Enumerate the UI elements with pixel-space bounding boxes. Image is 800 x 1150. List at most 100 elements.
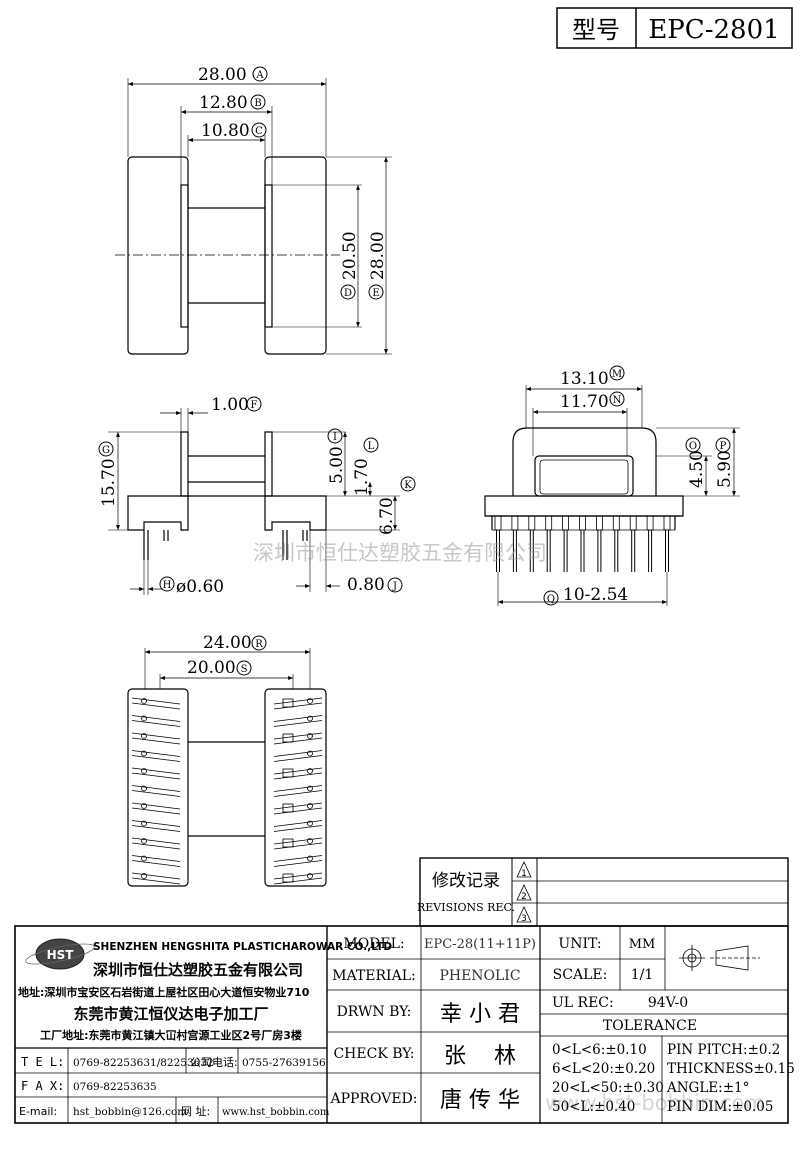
- bottom-pin-right: [273, 715, 323, 727]
- bottom-pin-right: [273, 802, 323, 815]
- web-label: 网 址:: [181, 1104, 210, 1118]
- office-tel-label: 公司电话:: [190, 1056, 238, 1069]
- model-label: 型号: [572, 16, 620, 44]
- side-pin: [646, 515, 654, 572]
- svg-text:Q: Q: [547, 594, 555, 605]
- unit-value: MM: [629, 937, 656, 952]
- company-address: 地址:深圳市宝安区石岩街道上屋社区田心大道恒安物业710: [18, 985, 310, 999]
- factory-address: 工厂地址:东莞市黄江镇大冚村宫源工业区2号厂房3楼: [40, 1028, 302, 1042]
- tag-o: O: [685, 437, 701, 453]
- tag-b: B: [250, 94, 266, 110]
- front-view-tags: F G H I J K L: [98, 396, 416, 593]
- email-label: E-mail:: [19, 1105, 57, 1118]
- side-pin: [494, 515, 502, 572]
- tel-label: T E L:: [21, 1055, 64, 1069]
- svg-text:O: O: [689, 441, 697, 452]
- tolerance-right-4: PIN DIM:±0.05: [667, 1099, 773, 1115]
- projection-symbol-icon: [679, 945, 760, 971]
- dim-j-value: 0.80: [347, 575, 385, 595]
- model-field-label: MODEL:: [343, 936, 404, 952]
- watermark-website: www.hst-bobbin.com: [545, 1091, 765, 1115]
- side-pin: [579, 515, 586, 572]
- fax-label: F A X:: [21, 1079, 64, 1093]
- tolerance-left-3: 20<L<50:±0.30: [552, 1080, 664, 1096]
- side-pin: [562, 515, 569, 572]
- side-pin: [528, 515, 536, 572]
- fax-value: 0769-82253635: [73, 1081, 157, 1093]
- bottom-pin-left: [131, 732, 181, 745]
- svg-text:A: A: [255, 70, 264, 81]
- top-view-dims: 28.00 12.80 10.80 20.50 28.00: [198, 65, 388, 280]
- dim-e-value: 28.00: [368, 231, 388, 280]
- tolerance-left-2: 6<L<20:±0.20: [552, 1061, 655, 1077]
- dim-h-value: ø0.60: [176, 577, 224, 597]
- revisions-label-en: REVISIONS REC.: [417, 901, 515, 914]
- office-tel-value: 0755-27639156: [242, 1057, 326, 1069]
- side-view-dims: 13.10 11.70 4.50 5.90 10-2.54: [560, 369, 735, 605]
- bottom-pin-left: [131, 767, 181, 780]
- side-pin: [596, 515, 603, 572]
- tag-j: J: [387, 577, 403, 593]
- company-name-en: SHENZHEN HENGSHITA PLASTICHAROWAR CO.,LT…: [93, 941, 392, 953]
- svg-text:B: B: [254, 98, 261, 109]
- svg-text:G: G: [102, 445, 110, 456]
- svg-text:E: E: [372, 288, 379, 299]
- tolerance-label: TOLERANCE: [603, 1018, 697, 1034]
- side-pins: [494, 515, 671, 572]
- main-table-grid: [14, 925, 789, 1124]
- bottom-pin-left: [131, 820, 181, 832]
- svg-text:H: H: [163, 580, 172, 591]
- dim-n-value: 11.70: [560, 392, 609, 412]
- bottom-pin-left: [131, 855, 181, 867]
- tag-e: E: [368, 284, 384, 300]
- revisions-table: [419, 857, 789, 927]
- front-view: [108, 408, 400, 595]
- bottom-pin-right: [273, 855, 323, 867]
- tolerance-left-1: 0<L<6:±0.10: [552, 1042, 647, 1058]
- company-logo: HST: [25, 938, 95, 970]
- top-view-tags: A B C D E: [250, 66, 384, 300]
- dim-l-value: 1.70: [352, 458, 372, 496]
- side-pin: [612, 515, 620, 572]
- svg-text:C: C: [255, 126, 263, 137]
- side-pin: [663, 515, 671, 572]
- scale-label: SCALE:: [553, 967, 608, 983]
- tag-q: Q: [543, 590, 559, 606]
- tag-s: S: [236, 660, 252, 676]
- approved-value: 唐 传 华: [440, 1088, 520, 1113]
- front-view-dims: 1.00 15.70 ø0.60 5.00 0.80 6.70 1.70: [99, 395, 397, 597]
- ul-value: 94V-0: [648, 995, 688, 1011]
- bottom-pin-left: [131, 750, 181, 762]
- scale-value: 1/1: [631, 967, 654, 983]
- email-value: hst_bobbin@126.com: [73, 1106, 187, 1118]
- svg-text:D: D: [344, 288, 352, 299]
- bottom-pin-left: [131, 802, 181, 815]
- material-value: PHENOLIC: [439, 968, 520, 984]
- dim-b-value: 12.80: [199, 93, 248, 113]
- svg-text:K: K: [404, 480, 412, 491]
- revision-mark-1: 1: [521, 869, 527, 879]
- svg-text:M: M: [612, 369, 622, 380]
- svg-text:F: F: [251, 400, 258, 411]
- bottom-pin-left: [131, 872, 181, 885]
- side-view-tags: M N O P Q: [543, 365, 731, 606]
- factory-name: 东莞市黄江恒仪达电子加工厂: [73, 1005, 268, 1023]
- side-pin: [545, 515, 553, 572]
- spec-fields: MODEL: EPC-28(11+11P) MATERIAL: PHENOLIC…: [330, 936, 795, 1115]
- dim-i-value: 5.00: [327, 446, 347, 484]
- drawn-value: 幸 小 君: [440, 1002, 520, 1027]
- tel-value: 0769-82253631/82253632: [73, 1057, 214, 1069]
- bottom-pin-left: [131, 697, 181, 710]
- svg-text:P: P: [720, 441, 727, 452]
- bottom-pin-right: [273, 785, 323, 797]
- tag-h: H: [159, 576, 175, 592]
- unit-label: UNIT:: [558, 936, 601, 952]
- tag-a: A: [252, 66, 268, 82]
- web-value: www.hst_bobbin.com: [222, 1107, 330, 1118]
- tag-f: F: [246, 396, 262, 412]
- company-info: SHENZHEN HENGSHITA PLASTICHAROWAR CO.,LT…: [18, 941, 392, 1118]
- dim-d-value: 20.50: [340, 231, 360, 280]
- company-name-cn: 深圳市恒仕达塑胶五金有限公司: [93, 961, 303, 979]
- tag-n: N: [609, 391, 625, 407]
